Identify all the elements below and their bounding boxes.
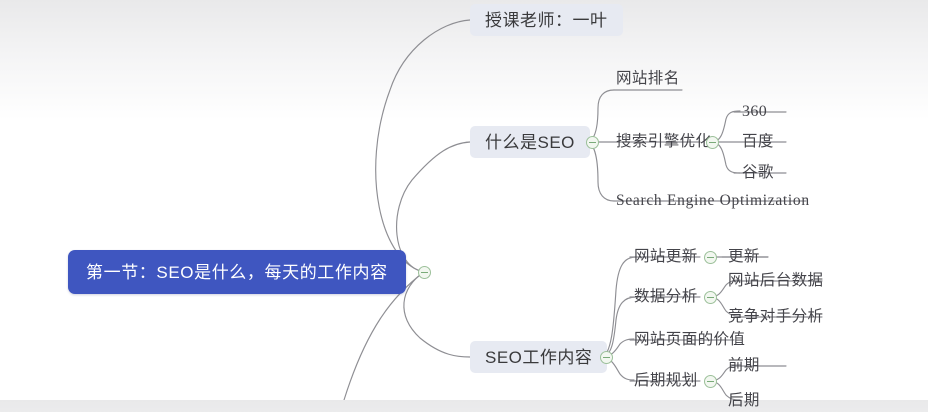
topic-node-seo-work[interactable]: SEO工作内容 bbox=[470, 341, 608, 373]
leaf-node-later-planning[interactable]: 后期规划 bbox=[632, 370, 700, 392]
topic-node-seo-work-label: SEO工作内容 bbox=[485, 347, 593, 367]
leaf-node-engine-baidu-label: 百度 bbox=[742, 133, 774, 151]
collapse-toggle-site-update[interactable] bbox=[704, 251, 717, 264]
collapse-toggle-search-engine-optimization[interactable] bbox=[706, 136, 719, 149]
leaf-node-site-update-label: 网站更新 bbox=[634, 248, 698, 266]
leaf-node-competitor-analysis[interactable]: 竞争对手分析 bbox=[726, 306, 825, 328]
leaf-node-backend-data[interactable]: 网站后台数据 bbox=[726, 270, 825, 292]
leaf-node-later-planning-label: 后期规划 bbox=[634, 372, 698, 390]
leaf-node-data-analysis[interactable]: 数据分析 bbox=[632, 286, 700, 308]
leaf-node-update-label: 更新 bbox=[728, 248, 760, 266]
leaf-node-page-value-label: 网站页面的价值 bbox=[634, 331, 746, 349]
leaf-node-search-engine-optimization-en-label: Search Engine Optimization bbox=[616, 192, 810, 210]
leaf-node-update[interactable]: 更新 bbox=[726, 246, 762, 268]
leaf-node-early-stage-label: 前期 bbox=[728, 357, 760, 375]
leaf-node-search-engine-optimization-cn[interactable]: 搜索引擎优化 bbox=[614, 131, 713, 153]
collapse-toggle-later-planning[interactable] bbox=[704, 375, 717, 388]
leaf-node-engine-google-label: 谷歌 bbox=[742, 164, 774, 182]
leaf-node-data-analysis-label: 数据分析 bbox=[634, 288, 698, 306]
leaf-node-engine-360-label: 360 bbox=[742, 103, 768, 120]
topic-node-what-is-seo-label: 什么是SEO bbox=[485, 132, 575, 152]
leaf-node-search-engine-optimization-en[interactable]: Search Engine Optimization bbox=[614, 190, 812, 212]
leaf-node-engine-360[interactable]: 360 bbox=[740, 101, 769, 123]
topic-node-teacher[interactable]: 授课老师：一叶 bbox=[470, 4, 623, 36]
leaf-node-search-engine-optimization-cn-label: 搜索引擎优化 bbox=[616, 133, 712, 151]
leaf-node-site-ranking-label: 网站排名 bbox=[616, 70, 680, 88]
collapse-toggle-root[interactable] bbox=[418, 266, 431, 279]
root-node[interactable]: 第一节：SEO是什么，每天的工作内容 bbox=[68, 250, 406, 294]
leaf-node-engine-baidu[interactable]: 百度 bbox=[740, 131, 776, 153]
leaf-node-backend-data-label: 网站后台数据 bbox=[728, 272, 824, 290]
leaf-node-late-stage[interactable]: 后期 bbox=[726, 390, 762, 412]
leaf-node-site-update[interactable]: 网站更新 bbox=[632, 246, 700, 268]
collapse-toggle-data-analysis[interactable] bbox=[704, 291, 717, 304]
leaf-node-early-stage[interactable]: 前期 bbox=[726, 355, 762, 377]
leaf-node-competitor-analysis-label: 竞争对手分析 bbox=[728, 308, 824, 326]
topic-node-what-is-seo[interactable]: 什么是SEO bbox=[470, 126, 590, 158]
collapse-toggle-seo-work[interactable] bbox=[600, 351, 613, 364]
leaf-node-engine-google[interactable]: 谷歌 bbox=[740, 162, 776, 184]
leaf-node-page-value[interactable]: 网站页面的价值 bbox=[632, 329, 747, 351]
leaf-node-site-ranking[interactable]: 网站排名 bbox=[614, 68, 682, 90]
topic-node-teacher-label: 授课老师：一叶 bbox=[485, 10, 608, 30]
collapse-toggle-what-is-seo[interactable] bbox=[586, 136, 599, 149]
leaf-node-late-stage-label: 后期 bbox=[728, 392, 760, 410]
root-node-label: 第一节：SEO是什么，每天的工作内容 bbox=[86, 262, 388, 282]
